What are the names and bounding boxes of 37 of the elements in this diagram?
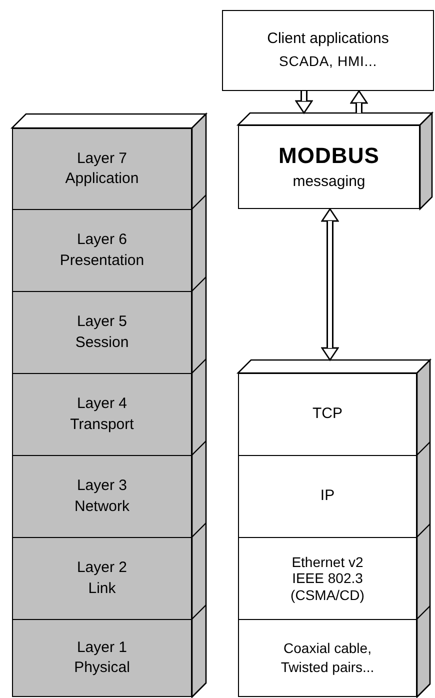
osi-layer-box bbox=[12, 619, 192, 697]
node-text: Layer 1 bbox=[76, 638, 128, 658]
node-text: Layer 2 bbox=[76, 558, 128, 578]
node-text: SCADA, HMI... bbox=[279, 53, 377, 71]
messaging-box bbox=[238, 125, 420, 209]
node-text: Application bbox=[65, 169, 139, 189]
node-text: Layer 3 bbox=[76, 476, 128, 496]
osi-layer-box bbox=[12, 128, 192, 210]
node-text: Layer 6 bbox=[76, 230, 128, 250]
protocol-layer-box bbox=[238, 619, 417, 697]
node-text: Network bbox=[74, 496, 130, 516]
node-text: Layer 7 bbox=[76, 148, 128, 169]
node-text: MODBUS bbox=[278, 142, 380, 170]
node-text: IEEE 802.3 bbox=[292, 570, 363, 587]
node-text: IP bbox=[320, 486, 335, 506]
node-text: Physical bbox=[74, 658, 130, 678]
protocol-layer-box bbox=[238, 373, 417, 456]
osi-layer-box bbox=[12, 455, 192, 538]
node-text: Layer 5 bbox=[76, 312, 128, 332]
protocol-layer-box bbox=[238, 537, 417, 620]
node-text: Session bbox=[75, 332, 129, 352]
node-text: Link bbox=[88, 578, 116, 598]
osi-layer-box bbox=[12, 209, 192, 292]
protocol-layer-box bbox=[238, 455, 417, 538]
node-text: Coaxial cable, Twisted pairs... bbox=[280, 639, 376, 677]
node-text: TCP bbox=[312, 404, 342, 424]
node-text: messaging bbox=[292, 173, 366, 192]
osi-layer-box bbox=[12, 537, 192, 620]
node-text: Transport bbox=[70, 414, 134, 434]
osi-layer-box bbox=[12, 373, 192, 456]
node-text: Client applications bbox=[267, 30, 389, 50]
node-text: (CSMA/CD) bbox=[290, 586, 364, 603]
osi-layer-box bbox=[12, 291, 192, 374]
node-text: Ethernet v2 bbox=[292, 554, 364, 570]
node-text: Presentation bbox=[60, 250, 144, 270]
client-box bbox=[222, 10, 434, 91]
node-text: Layer 4 bbox=[76, 394, 128, 414]
